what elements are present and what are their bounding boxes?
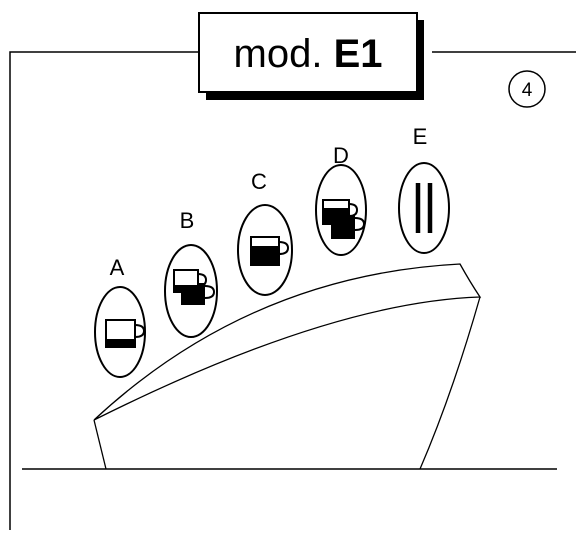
page-title: mod. E1 — [234, 32, 383, 76]
cup-short-icon — [105, 319, 146, 348]
button-label-d: D — [333, 143, 349, 168]
page-frame — [9, 51, 576, 530]
title-model: E1 — [334, 32, 383, 76]
button-a[interactable] — [94, 286, 146, 378]
title-box: mod. E1 — [198, 12, 424, 100]
button-label-a: A — [110, 255, 125, 280]
title-prefix: mod. — [234, 32, 323, 76]
machine-panel — [93, 263, 482, 470]
button-c[interactable] — [237, 204, 293, 296]
page-number-badge: 4 — [508, 70, 546, 108]
title-frame — [198, 12, 418, 93]
button-label-e: E — [413, 124, 428, 149]
two-cups-short-icon — [173, 269, 216, 305]
two-cups-long-icon — [322, 199, 366, 239]
button-d[interactable] — [315, 164, 367, 256]
cup-long-icon — [250, 236, 290, 266]
button-b[interactable] — [164, 244, 218, 338]
page-number: 4 — [522, 80, 533, 101]
steam-icon — [415, 183, 433, 233]
button-label-c: C — [251, 169, 267, 194]
button-label-b: B — [180, 208, 195, 233]
button-e[interactable] — [398, 162, 450, 254]
